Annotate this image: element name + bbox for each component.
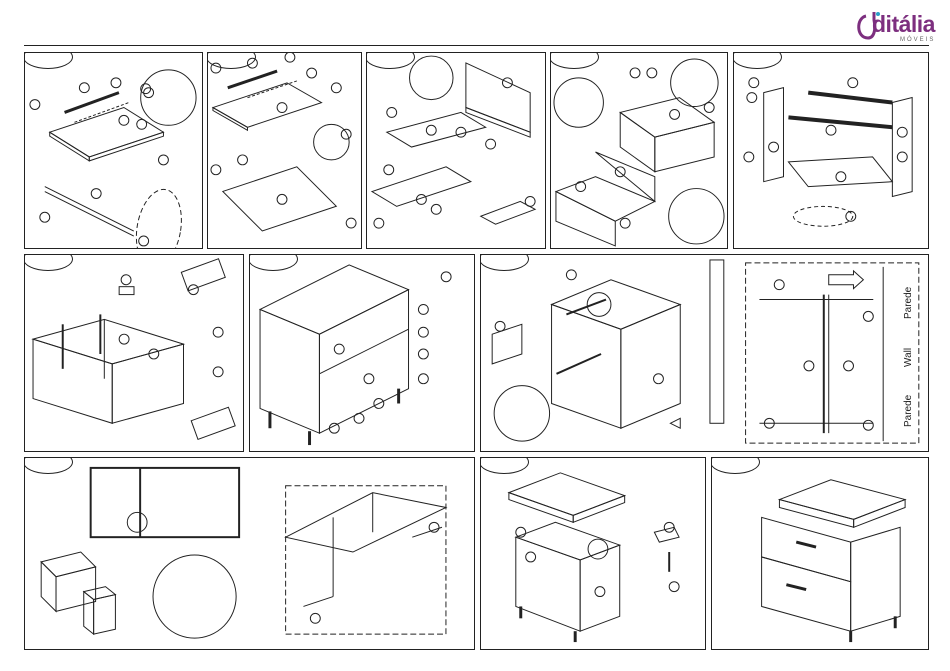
step-11-illustration — [712, 458, 928, 649]
step-1-illustration — [25, 53, 202, 248]
step-panel-7 — [249, 254, 475, 452]
step-panel-8: Parede Wall Parede — [480, 254, 929, 452]
step-panel-10 — [480, 457, 706, 650]
step-8-illustration — [481, 255, 928, 451]
step-panel-5 — [733, 52, 929, 249]
step-panel-1 — [24, 52, 203, 249]
step-5-illustration — [734, 53, 928, 248]
step-7-illustration — [250, 255, 474, 451]
step-9-illustration — [25, 458, 474, 649]
step-10-illustration — [481, 458, 705, 649]
step-4-illustration — [551, 53, 727, 248]
step-2-illustration — [208, 53, 361, 248]
brand-name: ditália — [872, 11, 935, 38]
step-panel-2 — [207, 52, 362, 249]
brand-subtitle: MÓVEIS — [900, 37, 935, 43]
header-rule — [24, 45, 929, 46]
step-panel-11 — [711, 457, 929, 650]
step-panel-3 — [366, 52, 546, 249]
wall-label-bottom: Parede — [903, 395, 914, 427]
wall-label-middle: Wall — [903, 348, 914, 367]
step-3-illustration — [367, 53, 545, 248]
step-panel-9 — [24, 457, 475, 650]
wall-label-top: Parede — [903, 287, 914, 319]
step-6-illustration — [25, 255, 243, 451]
step-panel-4 — [550, 52, 728, 249]
brand-logo: ditália MÓVEIS — [852, 8, 942, 48]
step-panel-6 — [24, 254, 244, 452]
